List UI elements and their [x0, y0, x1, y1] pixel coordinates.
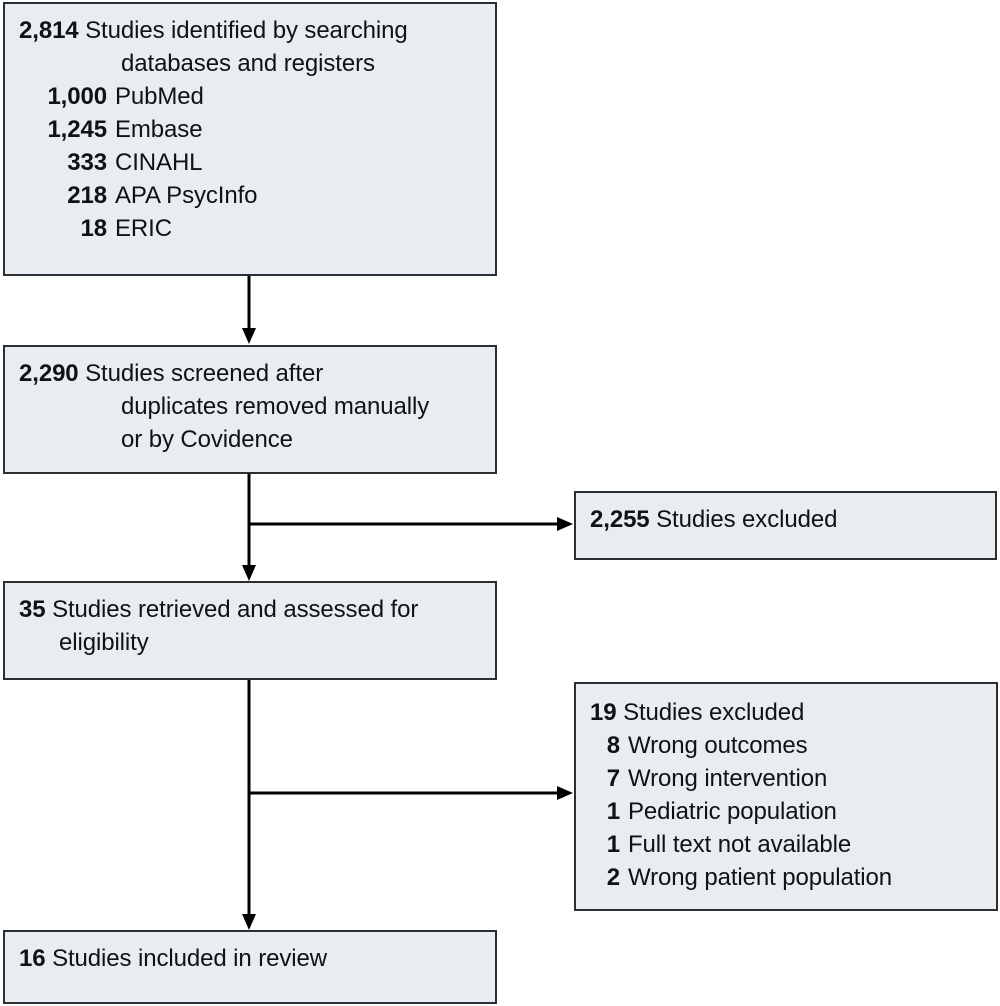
reason-count-wrong-intervention: 7 — [606, 765, 620, 792]
source-label-apa-psycinfo: APA PsycInfo — [115, 182, 258, 209]
identification-label: Studies identified by searching — [85, 17, 408, 44]
identification-heading: 2,814 Studies identified by searching da… — [19, 14, 483, 80]
screened-label: Studies screened after — [85, 360, 324, 387]
reason-label-full-text-not-available: Full text not available — [628, 831, 852, 858]
reason-row-wrong-patient-population: 2 Wrong patient population — [590, 861, 984, 894]
screened-label-continued-2: duplicates removed manually — [121, 393, 430, 420]
source-label-eric: ERIC — [115, 215, 172, 242]
box-studies-retrieved: 35 Studies retrieved and assessed for el… — [3, 581, 497, 680]
source-count-embase: 1,245 — [47, 116, 107, 143]
reason-row-wrong-intervention: 7 Wrong intervention — [590, 762, 984, 795]
reason-label-wrong-patient-population: Wrong patient population — [628, 864, 893, 891]
reason-row-wrong-outcomes: 8 Wrong outcomes — [590, 729, 984, 762]
box-studies-excluded-eligibility: 19 Studies excluded 8 Wrong outcomes 7 W… — [574, 682, 998, 911]
box-studies-screened: 2,290 Studies screened after duplicates … — [3, 345, 497, 474]
excluded-eligibility-count: 19 — [590, 699, 617, 726]
reason-row-full-text-not-available: 1 Full text not available — [590, 828, 984, 861]
identification-source-list: 1,000 PubMed 1,245 Embase 333 CINAHL 218… — [19, 80, 483, 245]
source-count-cinahl: 333 — [67, 149, 107, 176]
reason-count-wrong-outcomes: 8 — [606, 732, 620, 759]
source-row-apa-psycinfo: 218 APA PsycInfo — [19, 179, 483, 212]
source-count-pubmed: 1,000 — [47, 83, 107, 110]
included-heading: 16 Studies included in review — [19, 942, 483, 975]
reason-count-pediatric-population: 1 — [606, 798, 620, 825]
retrieved-count: 35 — [19, 596, 46, 623]
excluded-screening-heading: 2,255 Studies excluded — [590, 503, 983, 536]
box-studies-included: 16 Studies included in review — [3, 930, 497, 1004]
source-row-eric: 18 ERIC — [19, 212, 483, 245]
excluded-eligibility-label: Studies excluded — [623, 699, 805, 726]
reason-count-wrong-patient-population: 2 — [606, 864, 620, 891]
retrieved-label-continued: eligibility — [59, 629, 149, 656]
excluded-screening-count: 2,255 — [590, 506, 650, 533]
reason-label-pediatric-population: Pediatric population — [628, 798, 837, 825]
source-count-apa-psycinfo: 218 — [67, 182, 107, 209]
source-row-pubmed: 1,000 PubMed — [19, 80, 483, 113]
screened-heading: 2,290 Studies screened after duplicates … — [19, 357, 483, 456]
excluded-screening-label: Studies excluded — [656, 506, 838, 533]
reason-count-full-text-not-available: 1 — [606, 831, 620, 858]
reason-label-wrong-intervention: Wrong intervention — [628, 765, 828, 792]
source-count-eric: 18 — [80, 215, 108, 242]
screened-label-continued-3: or by Covidence — [121, 426, 293, 453]
source-label-cinahl: CINAHL — [115, 149, 203, 176]
retrieved-heading: 35 Studies retrieved and assessed for el… — [19, 593, 483, 659]
exclusion-reason-list: 8 Wrong outcomes 7 Wrong intervention 1 … — [590, 729, 984, 894]
source-label-pubmed: PubMed — [115, 83, 204, 110]
identification-label-continued: databases and registers — [121, 50, 375, 77]
included-label: Studies included in review — [52, 945, 327, 972]
reason-row-pediatric-population: 1 Pediatric population — [590, 795, 984, 828]
source-row-cinahl: 333 CINAHL — [19, 146, 483, 179]
box-studies-identified: 2,814 Studies identified by searching da… — [3, 2, 497, 276]
reason-label-wrong-outcomes: Wrong outcomes — [628, 732, 808, 759]
included-count: 16 — [19, 945, 46, 972]
excluded-eligibility-heading: 19 Studies excluded — [590, 696, 984, 729]
box-studies-excluded-screening: 2,255 Studies excluded — [574, 491, 997, 560]
source-row-embase: 1,245 Embase — [19, 113, 483, 146]
source-label-embase: Embase — [115, 116, 203, 143]
retrieved-label: Studies retrieved and assessed for — [52, 596, 419, 623]
identification-count: 2,814 — [19, 17, 79, 44]
screened-count: 2,290 — [19, 360, 79, 387]
